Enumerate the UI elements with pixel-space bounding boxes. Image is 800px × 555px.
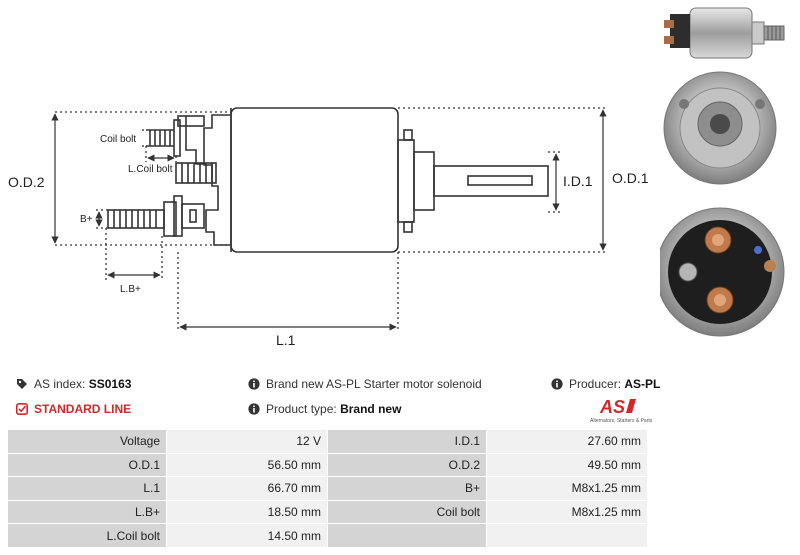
label-id1: I.D.1	[563, 173, 593, 189]
logo-text: AS	[599, 397, 625, 417]
spec-value: M8x1.25 mm	[487, 500, 648, 525]
spec-label	[328, 524, 487, 548]
info-icon	[248, 403, 260, 415]
terminal-face-photo	[660, 207, 785, 337]
spec-value	[487, 524, 648, 548]
spec-label: B+	[328, 477, 487, 501]
spec-label: O.D.1	[8, 453, 167, 478]
spec-value: M8x1.25 mm	[487, 477, 648, 501]
spec-value: 27.60 mm	[487, 430, 648, 454]
standard-line-label: STANDARD LINE	[34, 402, 132, 416]
spec-value: 49.50 mm	[487, 453, 648, 478]
label-b-plus: B+	[80, 214, 93, 225]
spec-label: L.1	[8, 477, 167, 501]
spec-label: L.Coil bolt	[8, 524, 167, 548]
label-l1: L.1	[276, 332, 296, 348]
info-icon	[551, 378, 563, 390]
rear-face-photo	[663, 71, 777, 185]
standard-line: STANDARD LINE	[16, 402, 131, 416]
as-index: AS index: SS0163	[16, 377, 131, 391]
as-index-label: AS index:	[34, 377, 86, 391]
spec-label: O.D.2	[328, 453, 487, 478]
product-type: Product type: Brand new	[248, 402, 401, 416]
product-photos	[660, 7, 785, 337]
product-description: Brand new AS-PL Starter motor solenoid	[248, 377, 482, 391]
description-text: Brand new AS-PL Starter motor solenoid	[266, 377, 482, 391]
label-od1: O.D.1	[612, 170, 649, 186]
label-l-coil-bolt: L.Coil bolt	[128, 164, 173, 175]
logo-tagline: Alternators, Starters & Parts	[590, 418, 653, 424]
producer-value: AS-PL	[624, 377, 661, 391]
spec-label: Voltage	[8, 430, 167, 454]
spec-label: L.B+	[8, 500, 167, 525]
tag-icon	[17, 379, 27, 389]
spec-label: I.D.1	[328, 430, 487, 454]
spec-value: 18.50 mm	[167, 500, 328, 525]
solenoid-dimension-diagram: O.D.2 O.D.1 I.D.1 L.1 L.B+ B+ Coil bolt …	[8, 107, 649, 348]
checkbox-icon	[16, 403, 28, 415]
side-view-photo	[664, 7, 785, 59]
spec-value: 56.50 mm	[167, 453, 328, 478]
product-type-value: Brand new	[340, 402, 402, 416]
as-index-value: SS0163	[88, 377, 132, 391]
spec-value: 66.70 mm	[167, 477, 328, 501]
label-lb-plus: L.B+	[120, 284, 141, 295]
product-type-label: Product type:	[266, 402, 337, 416]
as-pl-logo: AS Alternators, Starters & Parts	[590, 397, 653, 424]
spec-value: 12 V	[167, 430, 328, 454]
producer-label: Producer:	[569, 377, 622, 391]
spec-value: 14.50 mm	[167, 524, 328, 548]
label-od2: O.D.2	[8, 174, 45, 190]
info-icon	[248, 378, 260, 390]
spec-label: Coil bolt	[328, 500, 487, 525]
producer: Producer: AS-PL	[551, 377, 660, 391]
label-coil-bolt: Coil bolt	[100, 134, 136, 145]
